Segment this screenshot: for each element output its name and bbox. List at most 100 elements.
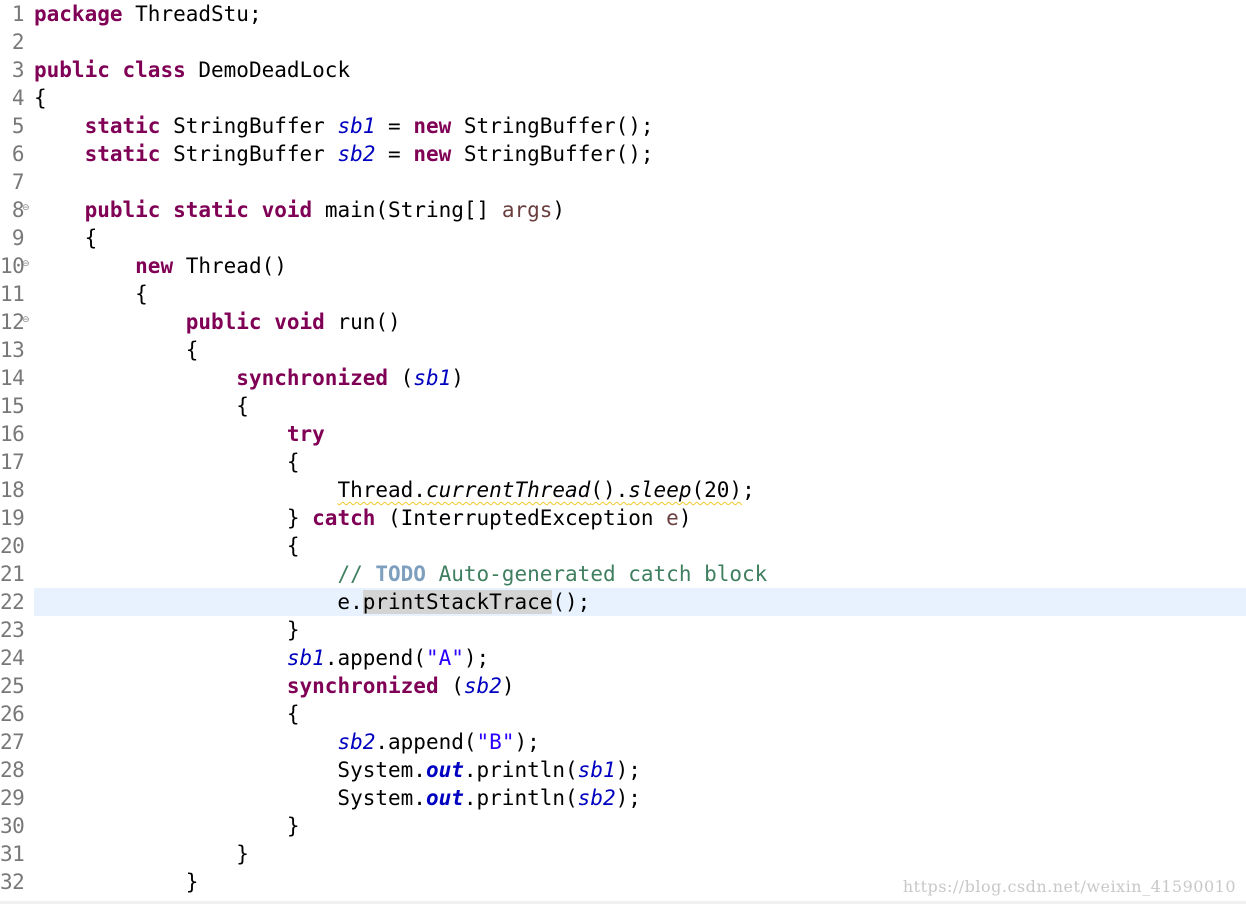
code-text: package ThreadStu; [34, 0, 262, 28]
code-line[interactable]: 24 sb1.append("A"); [0, 644, 1246, 672]
fold-collapse-icon[interactable]: ⊖ [22, 315, 30, 325]
code-text: sb2.append("B"); [34, 728, 539, 756]
line-number: 19 [0, 506, 25, 530]
code-token: sb2 [463, 674, 502, 698]
code-text: Thread.currentThread().sleep(20); [34, 476, 754, 504]
code-line[interactable]: 2 [0, 28, 1246, 56]
line-number: 17 [0, 450, 25, 474]
code-text: try [34, 420, 325, 448]
code-token [34, 366, 236, 390]
code-line[interactable]: 19 } catch (InterruptedException e) [0, 504, 1246, 532]
code-token: ) [451, 366, 464, 390]
code-token: static [84, 142, 161, 166]
code-text: sb1.append("A"); [34, 644, 489, 672]
code-line[interactable]: 28 System.out.println(sb1); [0, 756, 1246, 784]
code-token: Auto-generated catch block [425, 562, 768, 586]
line-number: 22 [0, 590, 25, 614]
code-text: } [34, 840, 249, 868]
code-line[interactable]: 21 // TODO Auto-generated catch block [0, 560, 1246, 588]
code-token: "A" [425, 646, 464, 670]
code-token: DemoDeadLock [185, 58, 351, 82]
line-number: 2 [11, 30, 25, 54]
code-token: run() [324, 310, 401, 334]
code-token [34, 646, 287, 670]
code-token: ); [463, 646, 490, 670]
fold-collapse-icon[interactable]: ⊖ [22, 203, 30, 213]
code-token: package [34, 2, 123, 26]
code-line[interactable]: 26 { [0, 700, 1246, 728]
code-token: synchronized [236, 366, 389, 390]
code-token: } [34, 814, 300, 838]
code-line[interactable]: 25 synchronized (sb2) [0, 672, 1246, 700]
code-text: } [34, 812, 300, 840]
code-token: catch [312, 506, 376, 530]
code-line[interactable]: 15 { [0, 392, 1246, 420]
code-line[interactable]: 20 { [0, 532, 1246, 560]
watermark-url: https://blog.csdn.net/weixin_41590010 [902, 877, 1236, 896]
code-text: { [34, 392, 249, 420]
code-text: { [34, 224, 98, 252]
code-line[interactable]: 32 } [0, 868, 1246, 896]
code-token: sb2 [577, 786, 616, 810]
code-line[interactable]: 18 Thread.currentThread().sleep(20); [0, 476, 1246, 504]
code-line[interactable]: 8⊖ public static void main(String[] args… [0, 196, 1246, 224]
code-token: "B" [476, 730, 515, 754]
code-token: ( [388, 366, 414, 390]
fold-collapse-icon[interactable]: ⊖ [22, 259, 30, 269]
code-line[interactable]: 5 static StringBuffer sb1 = new StringBu… [0, 112, 1246, 140]
code-token: sb1 [286, 646, 325, 670]
code-text: // TODO Auto-generated catch block [34, 560, 767, 588]
code-token: = [375, 114, 414, 138]
code-line[interactable]: 14 synchronized (sb1) [0, 364, 1246, 392]
line-number: 5 [11, 114, 25, 138]
code-token: (20) [691, 478, 743, 502]
code-line[interactable]: 29 System.out.println(sb2); [0, 784, 1246, 812]
code-token: main(String[] [312, 198, 502, 222]
code-line[interactable]: 23 } [0, 616, 1246, 644]
code-line[interactable]: 7 [0, 168, 1246, 196]
code-token: out [425, 786, 464, 810]
code-token [34, 310, 186, 334]
code-token: { [34, 86, 47, 110]
code-token: new [413, 114, 452, 138]
code-token: (); [552, 590, 591, 614]
code-token: { [34, 338, 199, 362]
code-line[interactable]: 11 { [0, 280, 1246, 308]
code-line[interactable]: 10⊖ new Thread() [0, 252, 1246, 280]
code-line[interactable]: 9 { [0, 224, 1246, 252]
code-token: new [413, 142, 452, 166]
code-token: (). [590, 478, 629, 502]
code-text: { [34, 700, 300, 728]
code-line[interactable]: 13 { [0, 336, 1246, 364]
code-text: { [34, 532, 300, 560]
code-token: { [34, 534, 300, 558]
code-token: = [375, 142, 414, 166]
line-number: 12 [0, 310, 25, 334]
code-token: public [84, 198, 161, 222]
code-token: synchronized [286, 674, 439, 698]
line-background [34, 588, 1246, 616]
code-line[interactable]: 16 try [0, 420, 1246, 448]
code-token [34, 422, 287, 446]
code-token: e [666, 506, 679, 530]
code-text: { [34, 448, 300, 476]
code-line[interactable]: 31 } [0, 840, 1246, 868]
code-line[interactable]: 27 sb2.append("B"); [0, 728, 1246, 756]
line-background [34, 168, 1246, 196]
code-line[interactable]: 6 static StringBuffer sb2 = new StringBu… [0, 140, 1246, 168]
code-line[interactable]: 30 } [0, 812, 1246, 840]
code-line[interactable]: 4{ [0, 84, 1246, 112]
code-line[interactable]: 12⊖ public void run() [0, 308, 1246, 336]
code-token [34, 114, 85, 138]
code-token: ThreadStu; [122, 2, 262, 26]
code-token: .println( [463, 786, 578, 810]
code-token: static [84, 114, 161, 138]
line-number: 8 [11, 198, 25, 222]
line-number: 30 [0, 814, 25, 838]
current-code-line[interactable]: 22 e.printStackTrace(); [0, 588, 1246, 616]
code-line[interactable]: 17 { [0, 448, 1246, 476]
code-token: StringBuffer [160, 142, 338, 166]
